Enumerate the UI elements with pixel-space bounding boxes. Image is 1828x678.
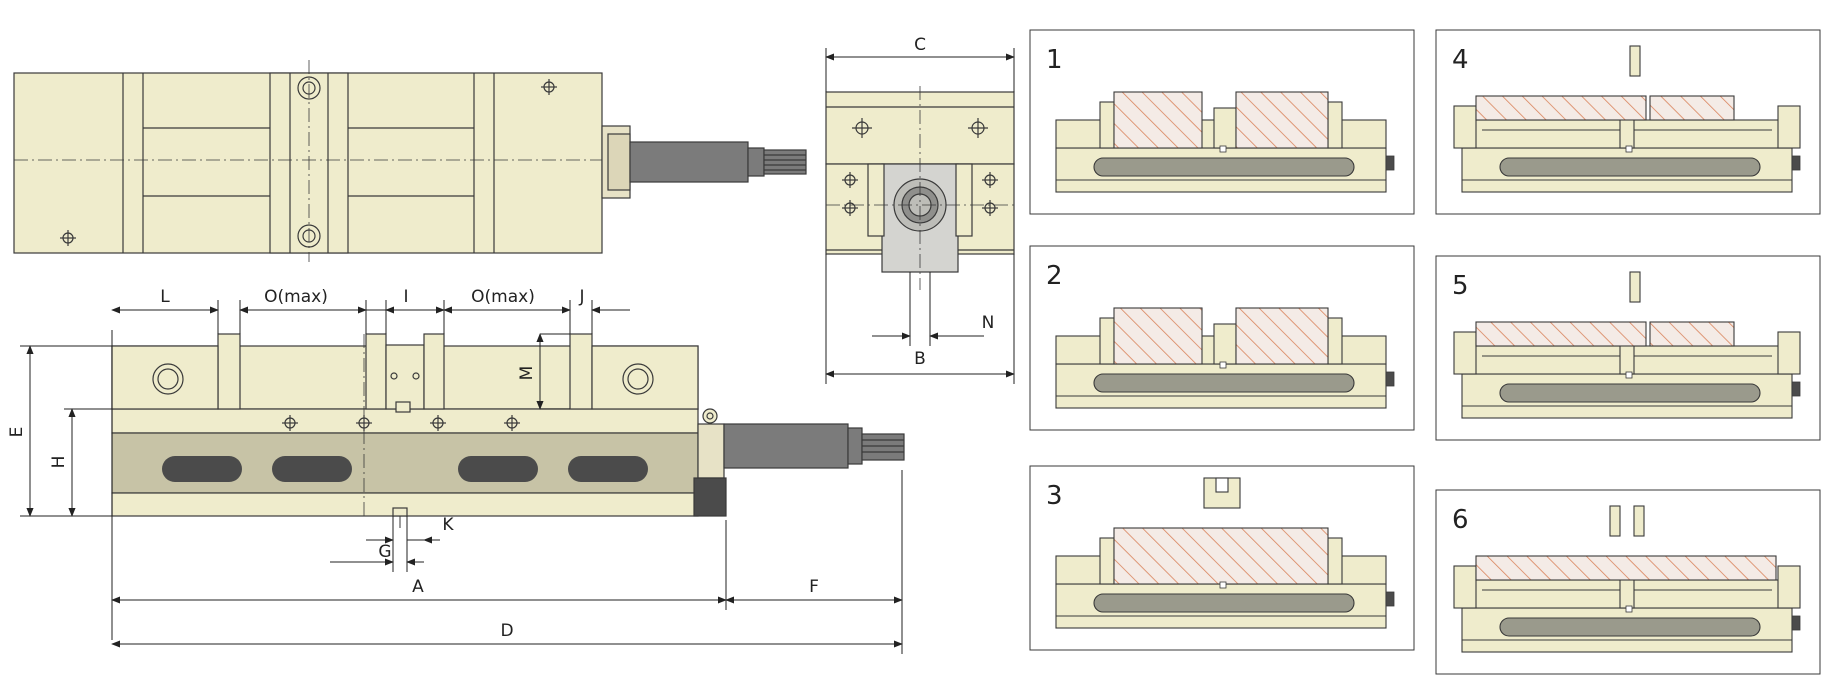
configuration-number: 1: [1046, 45, 1063, 75]
configuration-number: 4: [1452, 45, 1469, 75]
side-view-labels: L O(max) I O(max) J M E H G K A F D: [7, 287, 819, 641]
bolt-hole-icon: [297, 224, 321, 248]
dim-label-F: F: [809, 577, 819, 597]
side-slot: [162, 456, 648, 482]
dim-label-O-right: O(max): [471, 287, 535, 307]
side-view: [111, 333, 905, 528]
end-view-dimensions: [825, 48, 1015, 384]
dim-label-B: B: [914, 349, 926, 369]
dim-label-L: L: [160, 287, 170, 307]
dim-label-A: A: [412, 577, 424, 597]
dim-label-N: N: [982, 313, 995, 333]
configuration-panel-1: 1: [1029, 29, 1415, 215]
clamp-hole-icon: [152, 363, 184, 395]
dim-label-H: H: [49, 456, 69, 469]
pin-hole-icon: [541, 79, 557, 95]
configuration-panel-4: 4: [1435, 29, 1821, 215]
dim-label-K: K: [442, 515, 454, 535]
configuration-panel-5: 5: [1435, 255, 1821, 441]
top-view: [13, 60, 807, 262]
configuration-panel-3: 3: [1029, 465, 1415, 651]
pin-hole-icon: [60, 230, 76, 246]
dim-label-O-left: O(max): [264, 287, 328, 307]
dim-label-I: I: [403, 287, 408, 307]
configuration-panel-6: 6: [1435, 489, 1821, 675]
configuration-number: 2: [1046, 261, 1063, 291]
configuration-panel-2: 2: [1029, 245, 1415, 431]
configuration-panels: 1 2 3 4 5 6: [1029, 29, 1821, 675]
end-view: [825, 86, 1015, 290]
dim-label-M: M: [517, 366, 537, 381]
bolt-hole-icon: [297, 76, 321, 100]
dim-label-E: E: [7, 427, 27, 438]
dim-label-G: G: [378, 542, 391, 562]
configuration-number: 6: [1452, 505, 1469, 535]
dim-label-J: J: [578, 287, 584, 307]
dim-label-C: C: [914, 35, 926, 55]
dim-label-D: D: [500, 621, 513, 641]
side-view-dimensions: [20, 300, 903, 654]
configuration-number: 3: [1046, 481, 1063, 511]
clamp-hole-icon: [622, 363, 654, 395]
configuration-number: 5: [1452, 271, 1469, 301]
